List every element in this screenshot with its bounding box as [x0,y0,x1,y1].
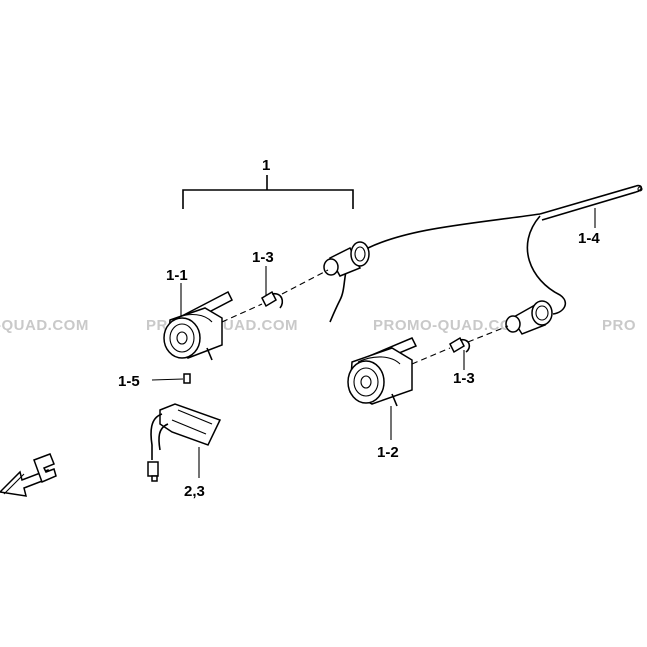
label-left-bulb: 1-3 [252,249,274,266]
right-fog-lamp [347,337,418,407]
label-left-lamp: 1-1 [166,267,188,284]
relay-switch [147,403,222,482]
assembly-bracket [182,175,354,209]
left-bulb [261,290,284,309]
right-bulb [449,336,471,354]
label-clip: 1-5 [118,373,140,390]
left-connector-boot [323,241,370,277]
left-fog-lamp [163,290,234,361]
leader-lines [151,208,596,478]
watermark-right: PRO [602,317,636,334]
label-relay: 2,3 [184,483,205,500]
right-connector-boot [505,300,553,335]
label-right-bulb: 1-3 [453,370,475,387]
label-harness: 1-4 [578,230,600,247]
direction-arrow [0,453,57,497]
wiring-harness [329,184,643,323]
label-assembly: 1 [262,157,270,174]
label-right-lamp: 1-2 [377,444,399,461]
clip-part [183,373,191,384]
watermark-left: -QUAD.COM [0,317,89,334]
watermark-mid-2: PROMO-QUAD.COM [373,317,525,334]
